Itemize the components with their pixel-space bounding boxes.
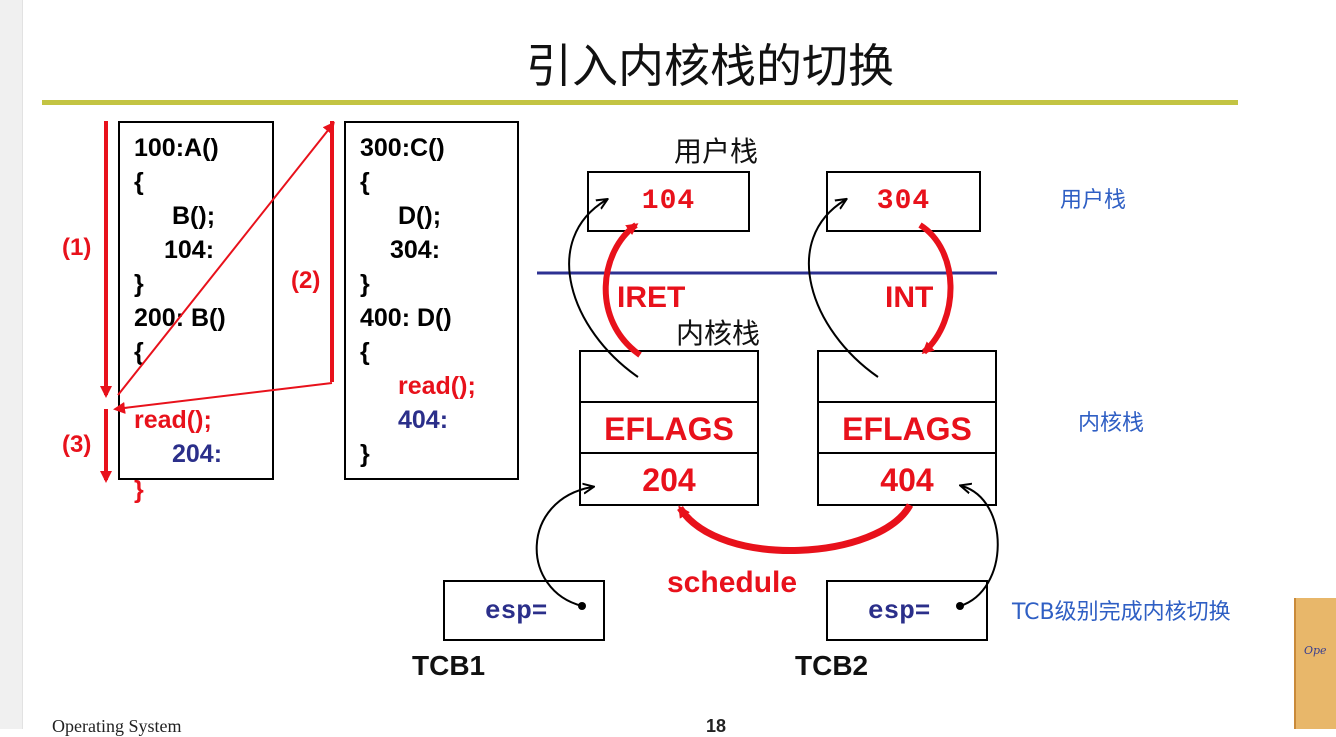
kernel-stack-1-slot-eflags: EFLAGS xyxy=(579,401,759,454)
ss-sp-pointer-2 xyxy=(807,200,879,378)
left-panel-strip xyxy=(0,0,23,729)
user-stack-box-1: 104 xyxy=(587,171,750,232)
code-line: { xyxy=(360,338,370,366)
code-line: 400: D() xyxy=(360,304,452,332)
tcb1-label: TCB1 xyxy=(412,650,486,681)
note-user-stack: 用户栈 xyxy=(1060,188,1127,213)
code-line: { xyxy=(360,168,370,196)
note-kernel-stack: 内核栈 xyxy=(1078,411,1145,436)
code-line: { xyxy=(134,168,144,196)
kernel-stack-value: EFLAGS xyxy=(604,411,734,447)
tcb1-box: esp= xyxy=(443,580,605,641)
iret-curve xyxy=(602,222,642,358)
return-arrow xyxy=(113,382,333,414)
code-line: D(); xyxy=(398,202,442,230)
esp-field: esp= xyxy=(485,596,548,626)
kernel-stack-value: EFLAGS xyxy=(842,411,972,447)
code-line-return-address: 204: xyxy=(172,440,223,468)
code-line: } xyxy=(134,476,144,504)
call-diagonal-arrow xyxy=(117,121,335,396)
tcb2-box: esp= xyxy=(826,580,988,641)
int-curve xyxy=(918,222,954,355)
code-box-right xyxy=(344,121,519,480)
kernel-stack-value: 404 xyxy=(880,462,934,498)
schedule-label: schedule xyxy=(667,566,798,599)
code-line-read: read(); xyxy=(134,406,212,434)
code-line: } xyxy=(360,270,370,298)
code-line: } xyxy=(360,440,370,468)
esp-pointer-2 xyxy=(960,486,999,607)
kernel-stack-2-slot-top xyxy=(817,350,997,403)
ss-sp-pointer-1 xyxy=(568,200,639,378)
esp-pointer-1 xyxy=(535,487,592,607)
user-stack-value: 104 xyxy=(641,186,696,217)
code-box-left xyxy=(118,121,274,480)
code-line: B(); xyxy=(172,202,216,230)
code-line: 100:A() xyxy=(134,134,219,162)
code-line: 200: B() xyxy=(134,304,226,333)
code-line: 304: xyxy=(390,236,441,264)
kernel-stack-heading: 内核栈 xyxy=(676,317,761,350)
user-stack-heading: 用户栈 xyxy=(674,135,759,168)
kernel-stack-2-slot-eflags: EFLAGS xyxy=(817,401,997,454)
title-underline xyxy=(42,100,1238,105)
code-line: 104: xyxy=(164,236,215,264)
int-label: INT xyxy=(885,281,934,314)
iret-label: IRET xyxy=(617,281,686,314)
step-label-1: (1) xyxy=(62,234,92,261)
note-tcb-switch: TCB级别完成内核切换 xyxy=(1012,600,1231,625)
code-line: 300:C() xyxy=(360,134,445,162)
code-line: } xyxy=(134,270,144,298)
schedule-curve xyxy=(677,503,914,554)
kernel-stack-2-slot-return: 404 xyxy=(817,452,997,506)
user-stack-value: 304 xyxy=(876,186,931,217)
slide-title: 引入内核栈的切换 xyxy=(526,39,894,93)
esp-field: esp= xyxy=(868,596,931,626)
step-label-2: (2) xyxy=(291,267,321,294)
logo-text: Ope xyxy=(1304,644,1327,657)
kernel-stack-1-slot-return: 204 xyxy=(579,452,759,506)
user-stack-box-2: 304 xyxy=(826,171,981,232)
tcb2-label: TCB2 xyxy=(795,650,869,681)
code-line-return-address: 404: xyxy=(398,406,449,434)
course-logo: Ope xyxy=(1294,598,1336,729)
kernel-stack-value: 204 xyxy=(642,462,696,498)
step-label-3: (3) xyxy=(62,431,92,458)
code-line-read: read(); xyxy=(398,372,476,400)
code-line: { xyxy=(134,338,144,366)
